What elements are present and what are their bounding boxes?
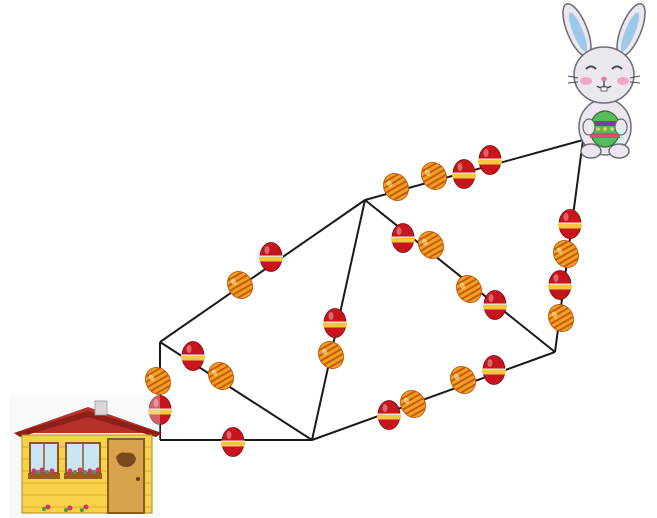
gold-egg[interactable]: [223, 267, 258, 303]
red-egg[interactable]: [391, 224, 415, 253]
path-line: [365, 200, 555, 352]
gold-egg[interactable]: [414, 227, 449, 263]
house-illustration[interactable]: [10, 395, 162, 518]
red-egg[interactable]: [259, 243, 283, 272]
path-line: [312, 352, 555, 440]
gold-egg[interactable]: [549, 236, 584, 272]
gold-egg[interactable]: [452, 271, 487, 307]
gold-egg[interactable]: [314, 337, 349, 373]
red-egg[interactable]: [221, 428, 245, 457]
red-egg[interactable]: [482, 356, 506, 385]
red-egg[interactable]: [558, 210, 582, 239]
bunny-illustration[interactable]: [557, 0, 651, 158]
path-lines: [160, 140, 583, 440]
red-egg[interactable]: [377, 401, 401, 430]
red-egg[interactable]: [323, 309, 347, 338]
red-egg[interactable]: [548, 271, 572, 300]
red-egg[interactable]: [181, 342, 205, 371]
gold-egg[interactable]: [544, 300, 579, 336]
gold-egg[interactable]: [417, 158, 452, 194]
red-egg[interactable]: [483, 291, 507, 320]
gold-egg[interactable]: [446, 362, 481, 398]
gold-egg[interactable]: [379, 169, 414, 205]
eggs: [141, 146, 584, 457]
gold-egg[interactable]: [141, 363, 176, 399]
red-egg[interactable]: [452, 160, 476, 189]
red-egg[interactable]: [478, 146, 502, 175]
